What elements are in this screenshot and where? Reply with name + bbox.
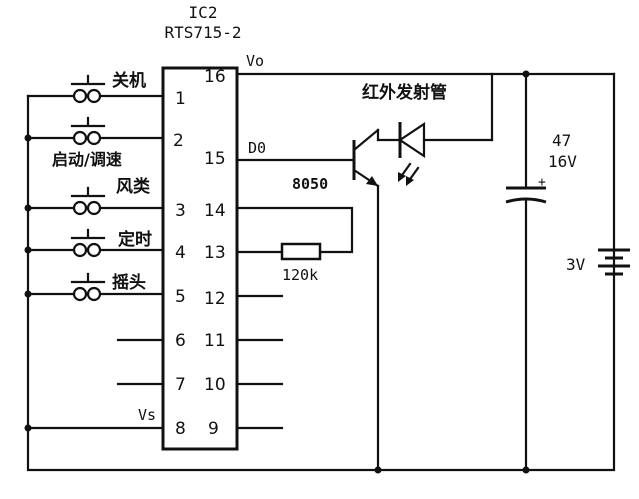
pin-10-number: 10 <box>204 375 226 395</box>
pin-5-number: 5 <box>175 287 186 307</box>
button-label-start-speed: 启动/调速 <box>52 150 122 169</box>
left-common-rail <box>26 72 616 472</box>
capacitor-voltage: 16V <box>548 152 577 171</box>
pin-14-number: 14 <box>204 201 226 221</box>
pin-2-number: 2 <box>173 131 184 151</box>
button-wind-type <box>26 186 165 216</box>
junction-dot <box>522 466 530 474</box>
transistor-label: 8050 <box>292 175 328 193</box>
pin-16-number: 16 <box>204 67 226 87</box>
button-start-speed <box>26 116 165 146</box>
capacitor: + <box>505 72 547 472</box>
resistor <box>280 242 322 261</box>
pin-3-number: 3 <box>175 201 186 221</box>
button-label-oscillate: 摇头 <box>112 272 146 293</box>
pin-14-wire <box>235 206 354 254</box>
button-timer <box>26 228 165 258</box>
button-label-timer: 定时 <box>118 229 152 250</box>
battery-label: 3V <box>566 255 586 274</box>
junction-dot <box>374 466 382 474</box>
button-shutdown <box>26 74 165 104</box>
ic-name: IC2 <box>189 3 218 22</box>
button-label-shutdown: 关机 <box>112 70 146 91</box>
ir-led <box>376 72 494 186</box>
junction-dot <box>24 246 32 254</box>
pin-1-number: 1 <box>175 89 186 109</box>
pin-15-number: 15 <box>204 149 226 169</box>
vs-label: Vs <box>138 406 156 424</box>
battery <box>598 248 630 276</box>
svg-text:+: + <box>538 175 546 190</box>
ic-body <box>161 66 239 451</box>
resistor-label: 120k <box>282 266 318 284</box>
pin-12-number: 12 <box>204 289 226 309</box>
ic-part-number: RTS715-2 <box>164 23 241 42</box>
transistor-8050 <box>352 128 380 472</box>
pin-4-number: 4 <box>175 243 186 263</box>
ir-led-label: 红外发射管 <box>362 82 447 103</box>
junction-dot <box>24 204 32 212</box>
junction-dot <box>24 290 32 298</box>
pin-8-number: 8 <box>175 419 186 439</box>
button-label-wind-type: 风类 <box>116 176 151 197</box>
pin-13-number: 13 <box>204 243 226 263</box>
capacitor-value: 47 <box>552 131 571 150</box>
vo-label: Vo <box>246 52 264 70</box>
d0-label: D0 <box>248 139 266 157</box>
junction-dot <box>24 134 32 142</box>
junction-dot <box>24 424 32 432</box>
pin-11-number: 11 <box>204 331 226 351</box>
pin-6-number: 6 <box>175 331 186 351</box>
pin-7-number: 7 <box>175 375 186 395</box>
button-oscillate <box>26 272 165 302</box>
pin-9-number: 9 <box>208 419 219 439</box>
